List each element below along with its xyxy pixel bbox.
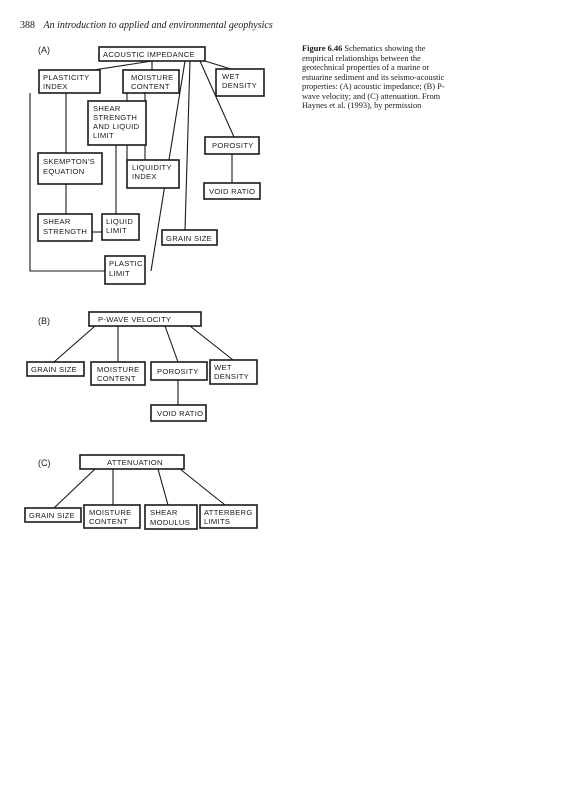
shear-strength-box: SHEAR STRENGTH	[37, 213, 93, 242]
plasticity-index-line-2: INDEX	[43, 82, 68, 91]
liquidity-index-box: LIQUIDITY INDEX	[126, 159, 180, 189]
moisture-content-c-line-1: MOISTURE	[89, 508, 131, 517]
wet-density-a-line-1: WET	[222, 72, 240, 81]
grain-size-box-b: GRAIN SIZE	[26, 361, 85, 377]
running-title: An introduction to applied and environme…	[43, 20, 273, 31]
porosity-b-line-1: POROSITY	[157, 367, 199, 376]
panel-a-label: (A)	[38, 45, 50, 55]
acoustic-impedance-box: ACOUSTIC IMPEDANCE	[98, 46, 206, 62]
grain-size-a-line-1: GRAIN SIZE	[166, 234, 212, 243]
atterberg-limits-line-1: ATTERBERG	[204, 508, 253, 517]
plastic-limit-box: PLASTIC LIMIT	[104, 255, 146, 285]
wet-density-box-a: WET DENSITY	[215, 68, 265, 97]
wet-density-b-line-1: WET	[214, 363, 232, 372]
moisture-content-c-line-2: CONTENT	[89, 517, 128, 526]
moisture-content-a-line-2: CONTENT	[131, 82, 170, 91]
shear-strength-liquid-limit-line-1: SHEAR	[93, 104, 121, 113]
skemptons-equation-box: SKEMPTON'S EQUATION	[37, 152, 103, 185]
shear-strength-liquid-limit-box: SHEAR STRENGTH AND LIQUID LIMIT	[87, 100, 147, 146]
figure-caption-text: Schematics showing the empirical relatio…	[302, 44, 445, 110]
moisture-content-box-b: MOISTURE CONTENT	[90, 361, 146, 386]
shear-strength-line-1: SHEAR	[43, 217, 71, 226]
page-number: 388	[20, 20, 35, 31]
plasticity-index-box: PLASTICITY INDEX	[38, 69, 101, 94]
shear-modulus-box: SHEAR MODULUS	[144, 504, 198, 530]
void-ratio-box-b: VOID RATIO	[150, 404, 207, 422]
liquid-limit-box: LIQUID LIMIT	[101, 213, 140, 241]
liquidity-index-line-2: INDEX	[132, 172, 157, 181]
grain-size-b-line-1: GRAIN SIZE	[31, 365, 77, 374]
liquid-limit-line-2: LIMIT	[106, 226, 127, 235]
skemptons-equation-line-1: SKEMPTON'S	[43, 157, 95, 166]
atterberg-limits-box: ATTERBERG LIMITS	[199, 504, 258, 529]
panel-c-connectors	[53, 468, 226, 509]
shear-modulus-line-2: MODULUS	[150, 518, 190, 527]
plastic-limit-line-2: LIMIT	[109, 269, 130, 278]
liquid-limit-line-1: LIQUID	[106, 217, 133, 226]
grain-size-c-line-1: GRAIN SIZE	[29, 511, 75, 520]
plastic-limit-line-1: PLASTIC	[109, 259, 143, 268]
void-ratio-a-line-1: VOID RATIO	[209, 187, 255, 196]
shear-modulus-line-1: SHEAR	[150, 508, 178, 517]
moisture-content-a-line-1: MOISTURE	[131, 73, 173, 82]
acoustic-impedance-line-1: ACOUSTIC IMPEDANCE	[103, 50, 195, 59]
page-header: 388 An introduction to applied and envir…	[20, 20, 273, 31]
attenuation-box: ATTENUATION	[79, 454, 185, 470]
void-ratio-box-a: VOID RATIO	[203, 182, 261, 200]
porosity-a-line-1: POROSITY	[212, 141, 254, 150]
moisture-content-b-line-1: MOISTURE	[97, 365, 139, 374]
figure-caption: Figure 6.46 Schematics showing the empir…	[302, 44, 450, 111]
grain-size-box-c: GRAIN SIZE	[24, 507, 82, 523]
wet-density-box-b: WET DENSITY	[209, 359, 258, 385]
wet-density-a-line-2: DENSITY	[222, 81, 257, 90]
atterberg-limits-line-2: LIMITS	[204, 517, 230, 526]
void-ratio-b-line-1: VOID RATIO	[157, 409, 203, 418]
p-wave-velocity-line-1: P-WAVE VELOCITY	[98, 315, 171, 324]
moisture-content-b-line-2: CONTENT	[97, 374, 136, 383]
p-wave-velocity-box: P-WAVE VELOCITY	[88, 311, 202, 327]
grain-size-box-a: GRAIN SIZE	[161, 229, 218, 246]
moisture-content-box-a: MOISTURE CONTENT	[122, 69, 180, 94]
attenuation-line-1: ATTENUATION	[107, 458, 163, 467]
panel-b-label: (B)	[38, 316, 50, 326]
shear-strength-line-2: STRENGTH	[43, 227, 87, 236]
porosity-box-a: POROSITY	[204, 136, 260, 155]
plasticity-index-line-1: PLASTICITY	[43, 73, 89, 82]
shear-strength-liquid-limit-line-4: LIMIT	[93, 131, 114, 140]
wet-density-b-line-2: DENSITY	[214, 372, 249, 381]
shear-strength-liquid-limit-line-2: STRENGTH	[93, 113, 137, 122]
shear-strength-liquid-limit-line-3: AND LIQUID	[93, 122, 140, 131]
panel-b-connectors	[53, 325, 234, 405]
porosity-box-b: POROSITY	[150, 361, 208, 381]
figure-label: Figure 6.46	[302, 44, 343, 53]
panel-c-label: (C)	[38, 458, 51, 468]
liquidity-index-line-1: LIQUIDITY	[132, 163, 172, 172]
skemptons-equation-line-2: EQUATION	[43, 167, 85, 176]
moisture-content-box-c: MOISTURE CONTENT	[83, 504, 141, 529]
